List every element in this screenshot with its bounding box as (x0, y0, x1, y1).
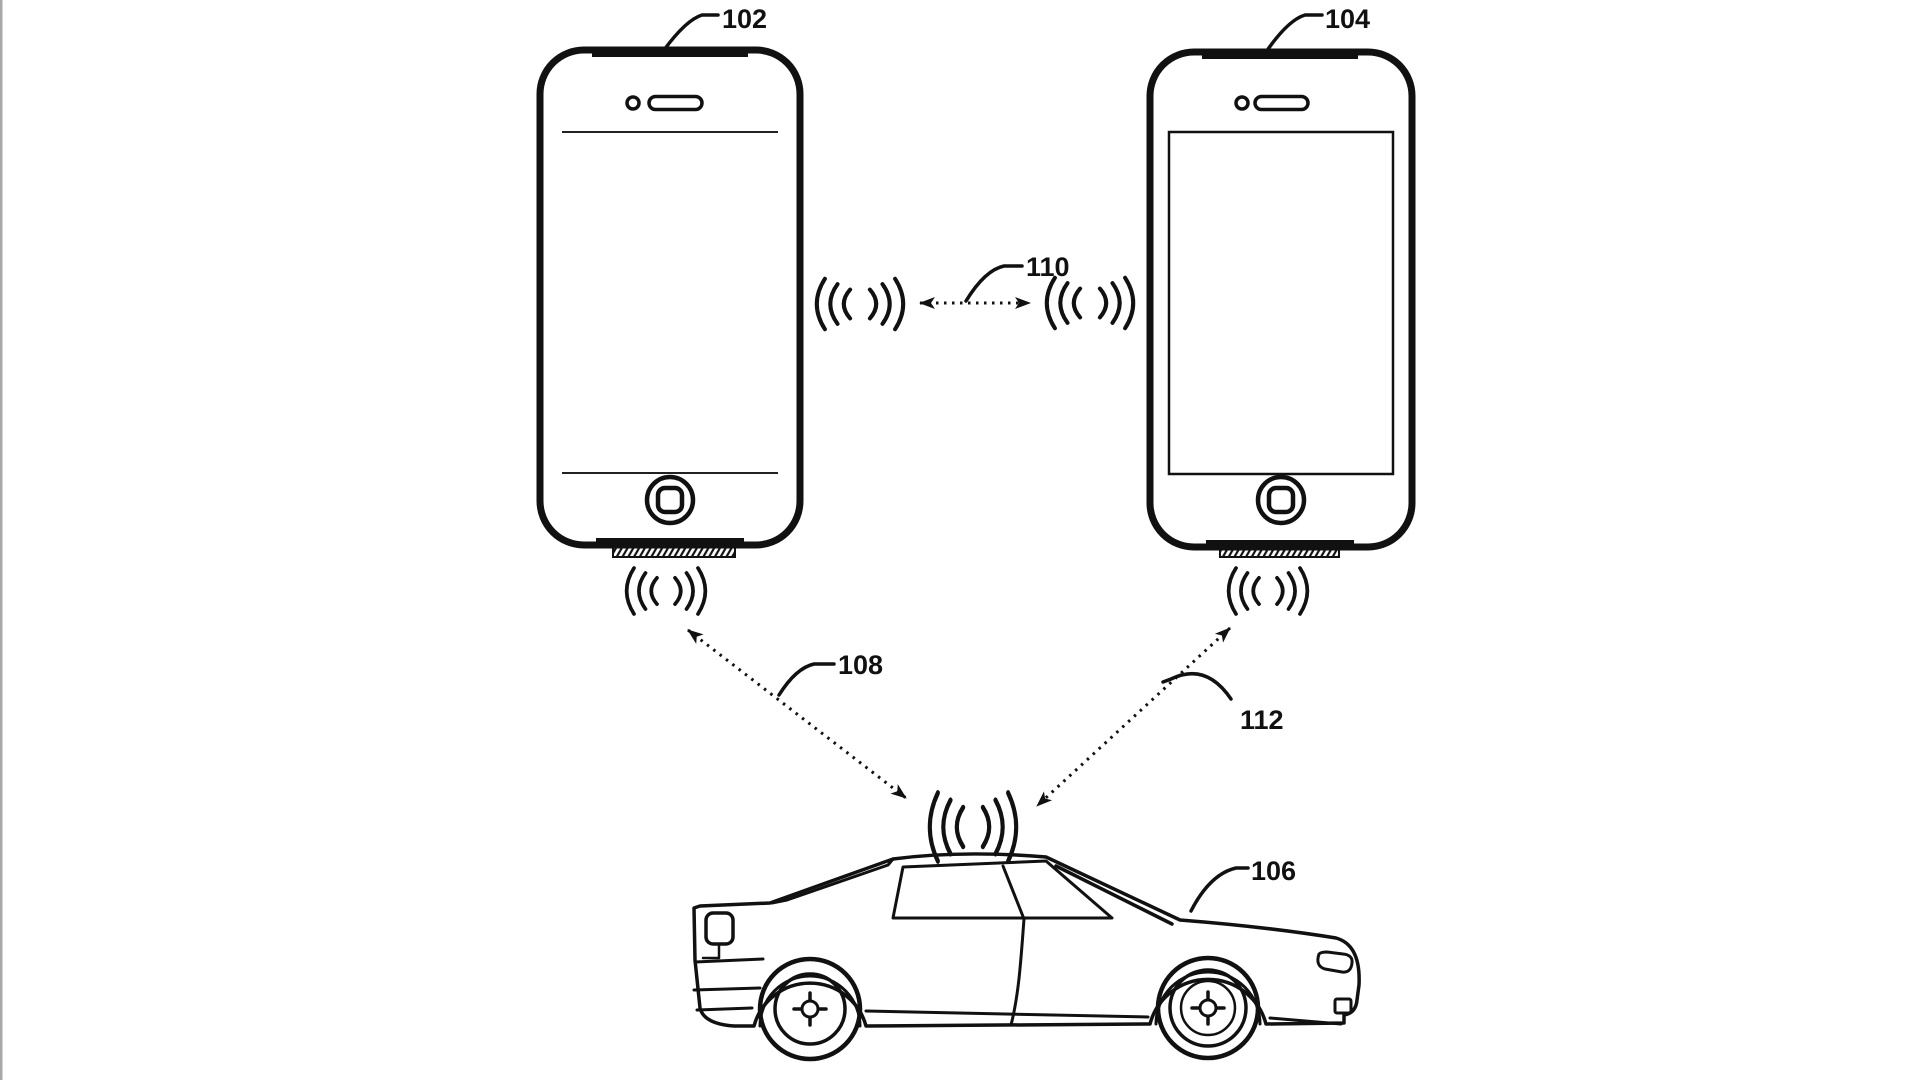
left-edge-line (0, 0, 3, 1080)
car-rear-window (770, 857, 895, 905)
car-rear-wheel (757, 956, 863, 1062)
home-button-icon (1255, 474, 1307, 526)
home-button-square-icon (655, 485, 685, 515)
dock-connector-icon (1219, 545, 1340, 558)
reference-label-106: 106 (1251, 856, 1296, 886)
car-headlight (1316, 950, 1354, 974)
home-button-icon (644, 474, 696, 526)
car-front-wheel (1155, 955, 1261, 1061)
front-camera-icon (1234, 95, 1250, 111)
front-camera-icon (625, 95, 641, 111)
car-rear-fender-lip (758, 974, 862, 1028)
leader-line-112 (1161, 671, 1233, 701)
dock-connector-icon (612, 545, 736, 558)
earpiece-speaker-icon (647, 94, 704, 112)
car-rocker-line (864, 1009, 1150, 1019)
car-front-bumper-line (1268, 1016, 1343, 1026)
reference-label-110: 110 (1026, 252, 1070, 282)
car-side-window (891, 859, 1114, 920)
car-front-bumper-notch (1333, 997, 1353, 1015)
leader-line-102 (662, 13, 720, 52)
left-phone-device (536, 46, 804, 558)
car-b-pillar (1001, 864, 1026, 921)
leader-line-108 (777, 662, 836, 697)
car-rear-bumper-lines (692, 957, 765, 1012)
leader-line-110 (964, 264, 1024, 303)
reference-label-104: 104 (1325, 4, 1370, 34)
reference-label-102: 102 (722, 4, 767, 34)
wireless-link-arrow-left-phone-to-car (687, 628, 907, 800)
leader-line-106 (1189, 866, 1250, 913)
car-rear-trim-line (701, 942, 721, 960)
home-button-square-icon (1266, 485, 1296, 515)
car-windshield (1054, 864, 1174, 926)
car-front-fender-lip (1154, 970, 1262, 1026)
leader-line-104 (1264, 13, 1324, 54)
reference-label-112: 112 (1240, 705, 1284, 735)
car-body-outline (692, 852, 1361, 1028)
leader-lines (662, 13, 1324, 913)
right-phone-device (1146, 48, 1416, 558)
right-phone-screen (1167, 130, 1395, 476)
left-phone-body (536, 46, 804, 549)
reference-label-108: 108 (838, 650, 883, 680)
earpiece-speaker-icon (1253, 94, 1310, 112)
car (692, 852, 1361, 1062)
